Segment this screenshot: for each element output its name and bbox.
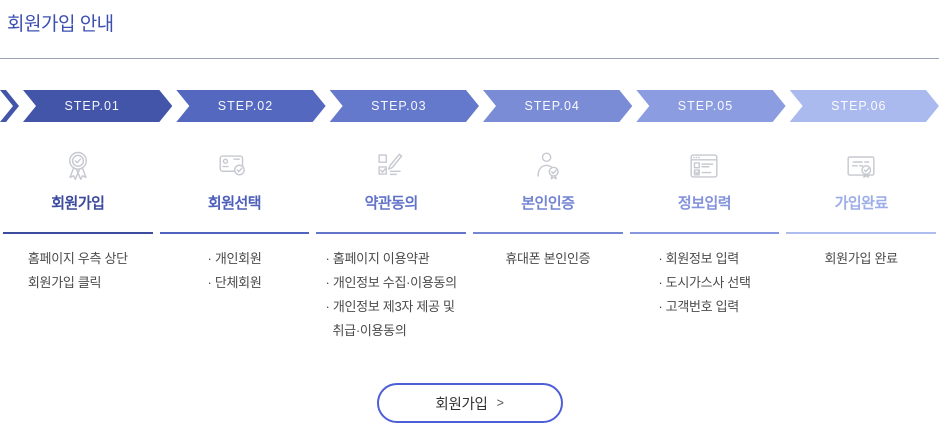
signup-button[interactable]: 회원가입 > xyxy=(376,383,563,423)
title-divider xyxy=(0,58,939,59)
column-divider xyxy=(629,232,780,234)
certificate-seal-icon xyxy=(842,143,880,185)
desc-line: · 고객번호 입력 xyxy=(658,299,739,315)
column-label: 회원선택 xyxy=(207,195,262,212)
column-description: 휴대폰 본인인증 xyxy=(473,247,623,271)
desc-line: 회원가입 완료 xyxy=(824,251,899,266)
step-item-1: STEP.01 xyxy=(23,90,172,122)
column-info-input: 정보입력 · 회원정보 입력 · 도시가스사 선택 · 고객번호 입력 xyxy=(629,143,780,343)
medal-ribbon-icon xyxy=(59,143,97,185)
column-label: 약관동의 xyxy=(364,195,419,212)
column-divider xyxy=(786,232,936,234)
step-item-5: STEP.05 xyxy=(636,90,785,122)
column-description: · 회원정보 입력 · 도시가스사 선택 · 고객번호 입력 xyxy=(630,247,780,319)
step-item-2: STEP.02 xyxy=(176,90,325,122)
desc-line: · 도시가스사 선택 xyxy=(658,275,751,291)
desc-line: · 홈페이지 이용약관 xyxy=(325,251,430,266)
chevron-right-icon: > xyxy=(496,396,504,410)
step-columns: 회원가입 홈페이지 우측 상단 회원가입 클릭 xyxy=(0,143,939,343)
column-description: 홈페이지 우측 상단 회원가입 클릭 xyxy=(3,247,153,295)
column-description: 회원가입 완료 xyxy=(786,247,936,271)
step-label: STEP.03 xyxy=(371,99,427,113)
column-label: 정보입력 xyxy=(677,195,732,212)
column-divider xyxy=(473,232,623,234)
browser-form-icon xyxy=(685,143,723,185)
desc-line: · 회원정보 입력 xyxy=(658,251,739,266)
step-item-6: STEP.06 xyxy=(790,90,939,122)
step-label: STEP.02 xyxy=(217,99,274,113)
step-label: STEP.04 xyxy=(524,99,580,113)
step-label: STEP.06 xyxy=(831,99,887,113)
column-divider xyxy=(3,232,153,234)
desc-line: · 개인회원 xyxy=(207,251,262,266)
desc-line: 홈페이지 우측 상단 xyxy=(27,251,128,266)
desc-line: 휴대폰 본인인증 xyxy=(505,251,591,266)
step-label: STEP.05 xyxy=(677,99,734,113)
column-identity: 본인인증 휴대폰 본인인증 xyxy=(473,143,623,343)
page-title: 회원가입 안내 xyxy=(7,14,114,35)
step-item-3: STEP.03 xyxy=(330,90,479,122)
column-divider xyxy=(159,232,310,234)
step-lead-chevron-icon xyxy=(0,90,19,122)
person-badge-icon xyxy=(529,143,567,185)
desc-line: · 개인정보 제3자 제공 및 xyxy=(325,299,455,315)
column-description: · 개인회원 · 단체회원 xyxy=(160,247,310,295)
column-member-type: 회원선택 · 개인회원 · 단체회원 xyxy=(159,143,310,343)
column-label: 회원가입 xyxy=(51,195,105,212)
column-terms: 약관동의 · 홈페이지 이용약관 · 개인정보 수집·이용동의 · 개인정보 제… xyxy=(316,143,466,343)
desc-line: 회원가입 클릭 xyxy=(27,275,102,291)
signup-button-label: 회원가입 xyxy=(435,396,488,413)
step-label: STEP.01 xyxy=(64,99,120,113)
column-divider xyxy=(316,232,466,234)
desc-line: · 개인정보 수집·이용동의 xyxy=(325,275,458,291)
column-description: · 홈페이지 이용약관 · 개인정보 수집·이용동의 · 개인정보 제3자 제공… xyxy=(316,247,466,343)
checklist-pen-icon xyxy=(372,143,410,185)
column-label: 가입완료 xyxy=(834,195,889,212)
step-arrow-bar: STEP.01 STEP.02 STEP.03 STEP.04 STEP.05 … xyxy=(0,90,939,122)
desc-line: 취급·이용동의 xyxy=(332,323,407,339)
column-signup: 회원가입 홈페이지 우측 상단 회원가입 클릭 xyxy=(3,143,153,343)
desc-line: · 단체회원 xyxy=(207,275,262,291)
step-item-4: STEP.04 xyxy=(483,90,632,122)
column-label: 본인인증 xyxy=(521,195,575,212)
id-card-check-icon xyxy=(215,143,253,185)
column-complete: 가입완료 회원가입 완료 xyxy=(786,143,936,343)
